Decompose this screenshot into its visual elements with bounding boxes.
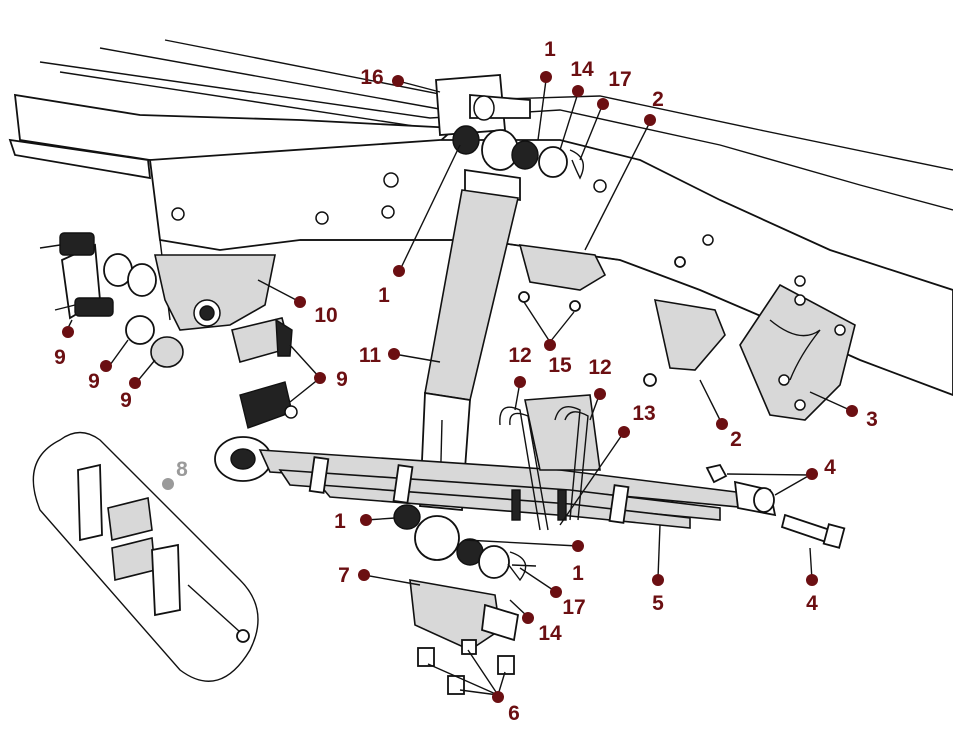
lower-shock-mount [409,579,520,695]
callout-number: 3 [866,408,878,431]
callout-c3: 3 [846,405,878,431]
callout-dot [716,418,728,430]
callout-number: 5 [652,592,664,615]
callout-dot [594,388,606,400]
callout-dot [544,339,556,351]
callout-dot [550,586,562,598]
callout-dot [62,326,74,338]
callout-number: 15 [548,354,572,377]
callout-number: 7 [338,564,350,587]
callout-dot [572,85,584,97]
callout-dot [294,296,306,308]
callout-number: 1 [544,38,556,61]
callout-number: 2 [730,428,742,451]
callout-c8: 8 [162,458,188,490]
spring-shackle [39,232,298,429]
callout-c1b: 1 [378,265,405,307]
rear-spring-hanger [739,283,856,421]
callout-dot [806,574,818,586]
callout-number: 9 [120,389,132,412]
callout-dot [514,376,526,388]
callout-dot [846,405,858,417]
callout-dot [540,71,552,83]
callout-c1d: 1 [572,540,584,585]
callout-number: 6 [508,702,520,725]
callout-c1a: 1 [540,38,556,83]
callout-dot [572,540,584,552]
callout-number: 10 [314,304,337,327]
callout-c17b: 17 [550,586,586,619]
callout-dot [806,468,818,480]
callout-c2a: 2 [644,88,664,126]
callout-number: 17 [562,596,585,619]
callout-c9d: 9 [314,368,348,391]
callout-number: 4 [824,456,836,479]
callout-number: 1 [378,284,390,307]
callout-dot [360,514,372,526]
callout-dot [162,478,174,490]
callout-c17a: 17 [597,68,632,110]
callout-number: 1 [334,510,346,533]
callout-dot [492,691,504,703]
shackle-kit-inset [32,431,259,682]
leaf-spring [214,436,846,549]
bump-stop-brackets [518,244,726,387]
callout-c4b: 4 [806,574,818,615]
callout-c9a: 9 [54,326,74,369]
callout-dot [358,569,370,581]
callout-dot [597,98,609,110]
callout-number: 17 [608,68,631,91]
callout-c14a: 14 [570,58,594,97]
callout-c7: 7 [338,564,370,587]
callout-number: 16 [360,66,383,89]
callout-c15: 15 [544,339,572,377]
callout-number: 14 [538,622,562,645]
u-bolts-and-axle-pad [499,394,601,531]
callout-number: 12 [588,356,611,379]
callout-dot [644,114,656,126]
callout-number: 14 [570,58,594,81]
callout-dot [652,574,664,586]
callout-number: 8 [176,458,188,481]
callout-c2b: 2 [716,418,742,451]
callout-number: 11 [359,344,382,367]
callout-dot [618,426,630,438]
callout-dot [393,265,405,277]
callout-c11: 11 [359,344,400,367]
callout-c14b: 14 [522,612,562,645]
callout-number: 1 [572,562,584,585]
callout-c10: 10 [294,296,338,327]
callout-c13: 13 [618,402,656,438]
callout-c4a: 4 [806,456,836,480]
callout-c12b: 12 [588,356,612,400]
callout-number: 13 [632,402,655,425]
callout-dot [388,348,400,360]
callout-number: 9 [336,368,348,391]
callout-number: 2 [652,88,664,111]
callout-c1c: 1 [334,510,372,533]
callout-dot [522,612,534,624]
callout-c16: 16 [360,66,404,89]
callout-number: 4 [806,592,818,615]
callout-c5: 5 [652,574,664,615]
callout-dot [314,372,326,384]
leader-lines [67,79,853,696]
callout-c12a: 12 [508,344,532,388]
callout-c6: 6 [492,691,520,725]
callout-dot [129,377,141,389]
callout-c9c: 9 [120,377,141,412]
callout-number: 12 [508,344,531,367]
callout-number: 9 [54,346,66,369]
callout-number: 9 [88,370,100,393]
callout-dot [100,360,112,372]
callout-c9b: 9 [88,360,112,393]
callout-dot [392,75,404,87]
